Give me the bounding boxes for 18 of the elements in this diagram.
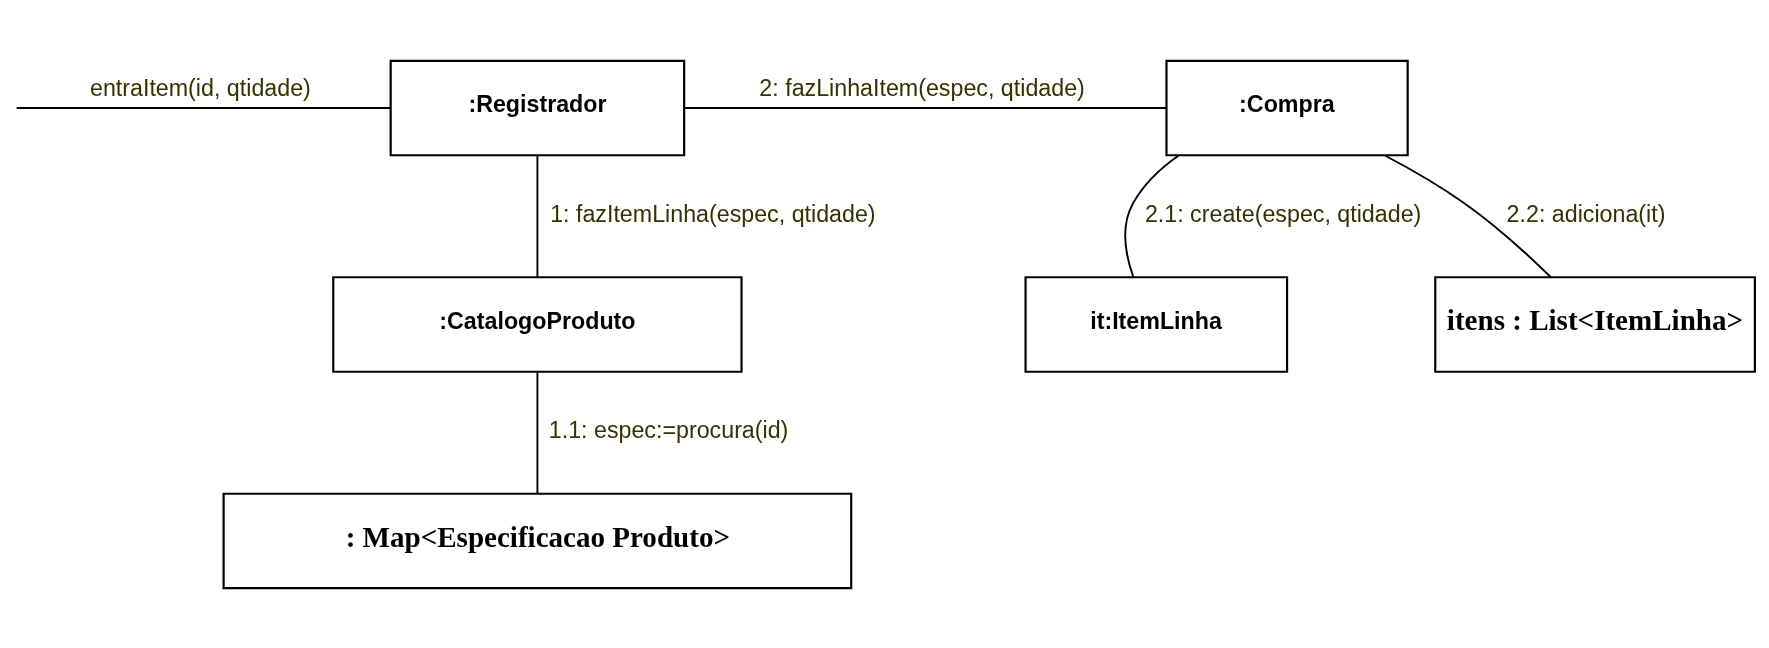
edge-label: 2.1: create(espec, qtidade) — [1144, 200, 1421, 227]
node-box: :CatalogoProduto — [331, 275, 743, 373]
node-box: :Compra — [1164, 59, 1409, 156]
connector — [535, 153, 538, 278]
node-box: :Registrador — [389, 59, 685, 156]
node-box: it:ItemLinha — [1023, 275, 1288, 373]
edge-label: 1: fazItemLinha(espec, qtidade) — [549, 200, 876, 227]
connector — [1383, 153, 1552, 278]
edge-label: entraItem(id, qtidade) — [89, 74, 311, 101]
connector — [1123, 154, 1180, 278]
edge-label: 2.2: adiciona(it) — [1506, 200, 1665, 227]
edge-label: 1.1: espec:=procura(id) — [548, 416, 788, 443]
connector — [535, 370, 538, 494]
connector — [15, 106, 391, 109]
edge-label: 2: fazLinhaItem(espec, qtidade) — [758, 74, 1085, 101]
connector — [682, 106, 1167, 109]
node-box: itens : List<ItemLinha> — [1433, 275, 1756, 373]
node-box: : Map<Especificacao Produto> — [222, 492, 852, 589]
